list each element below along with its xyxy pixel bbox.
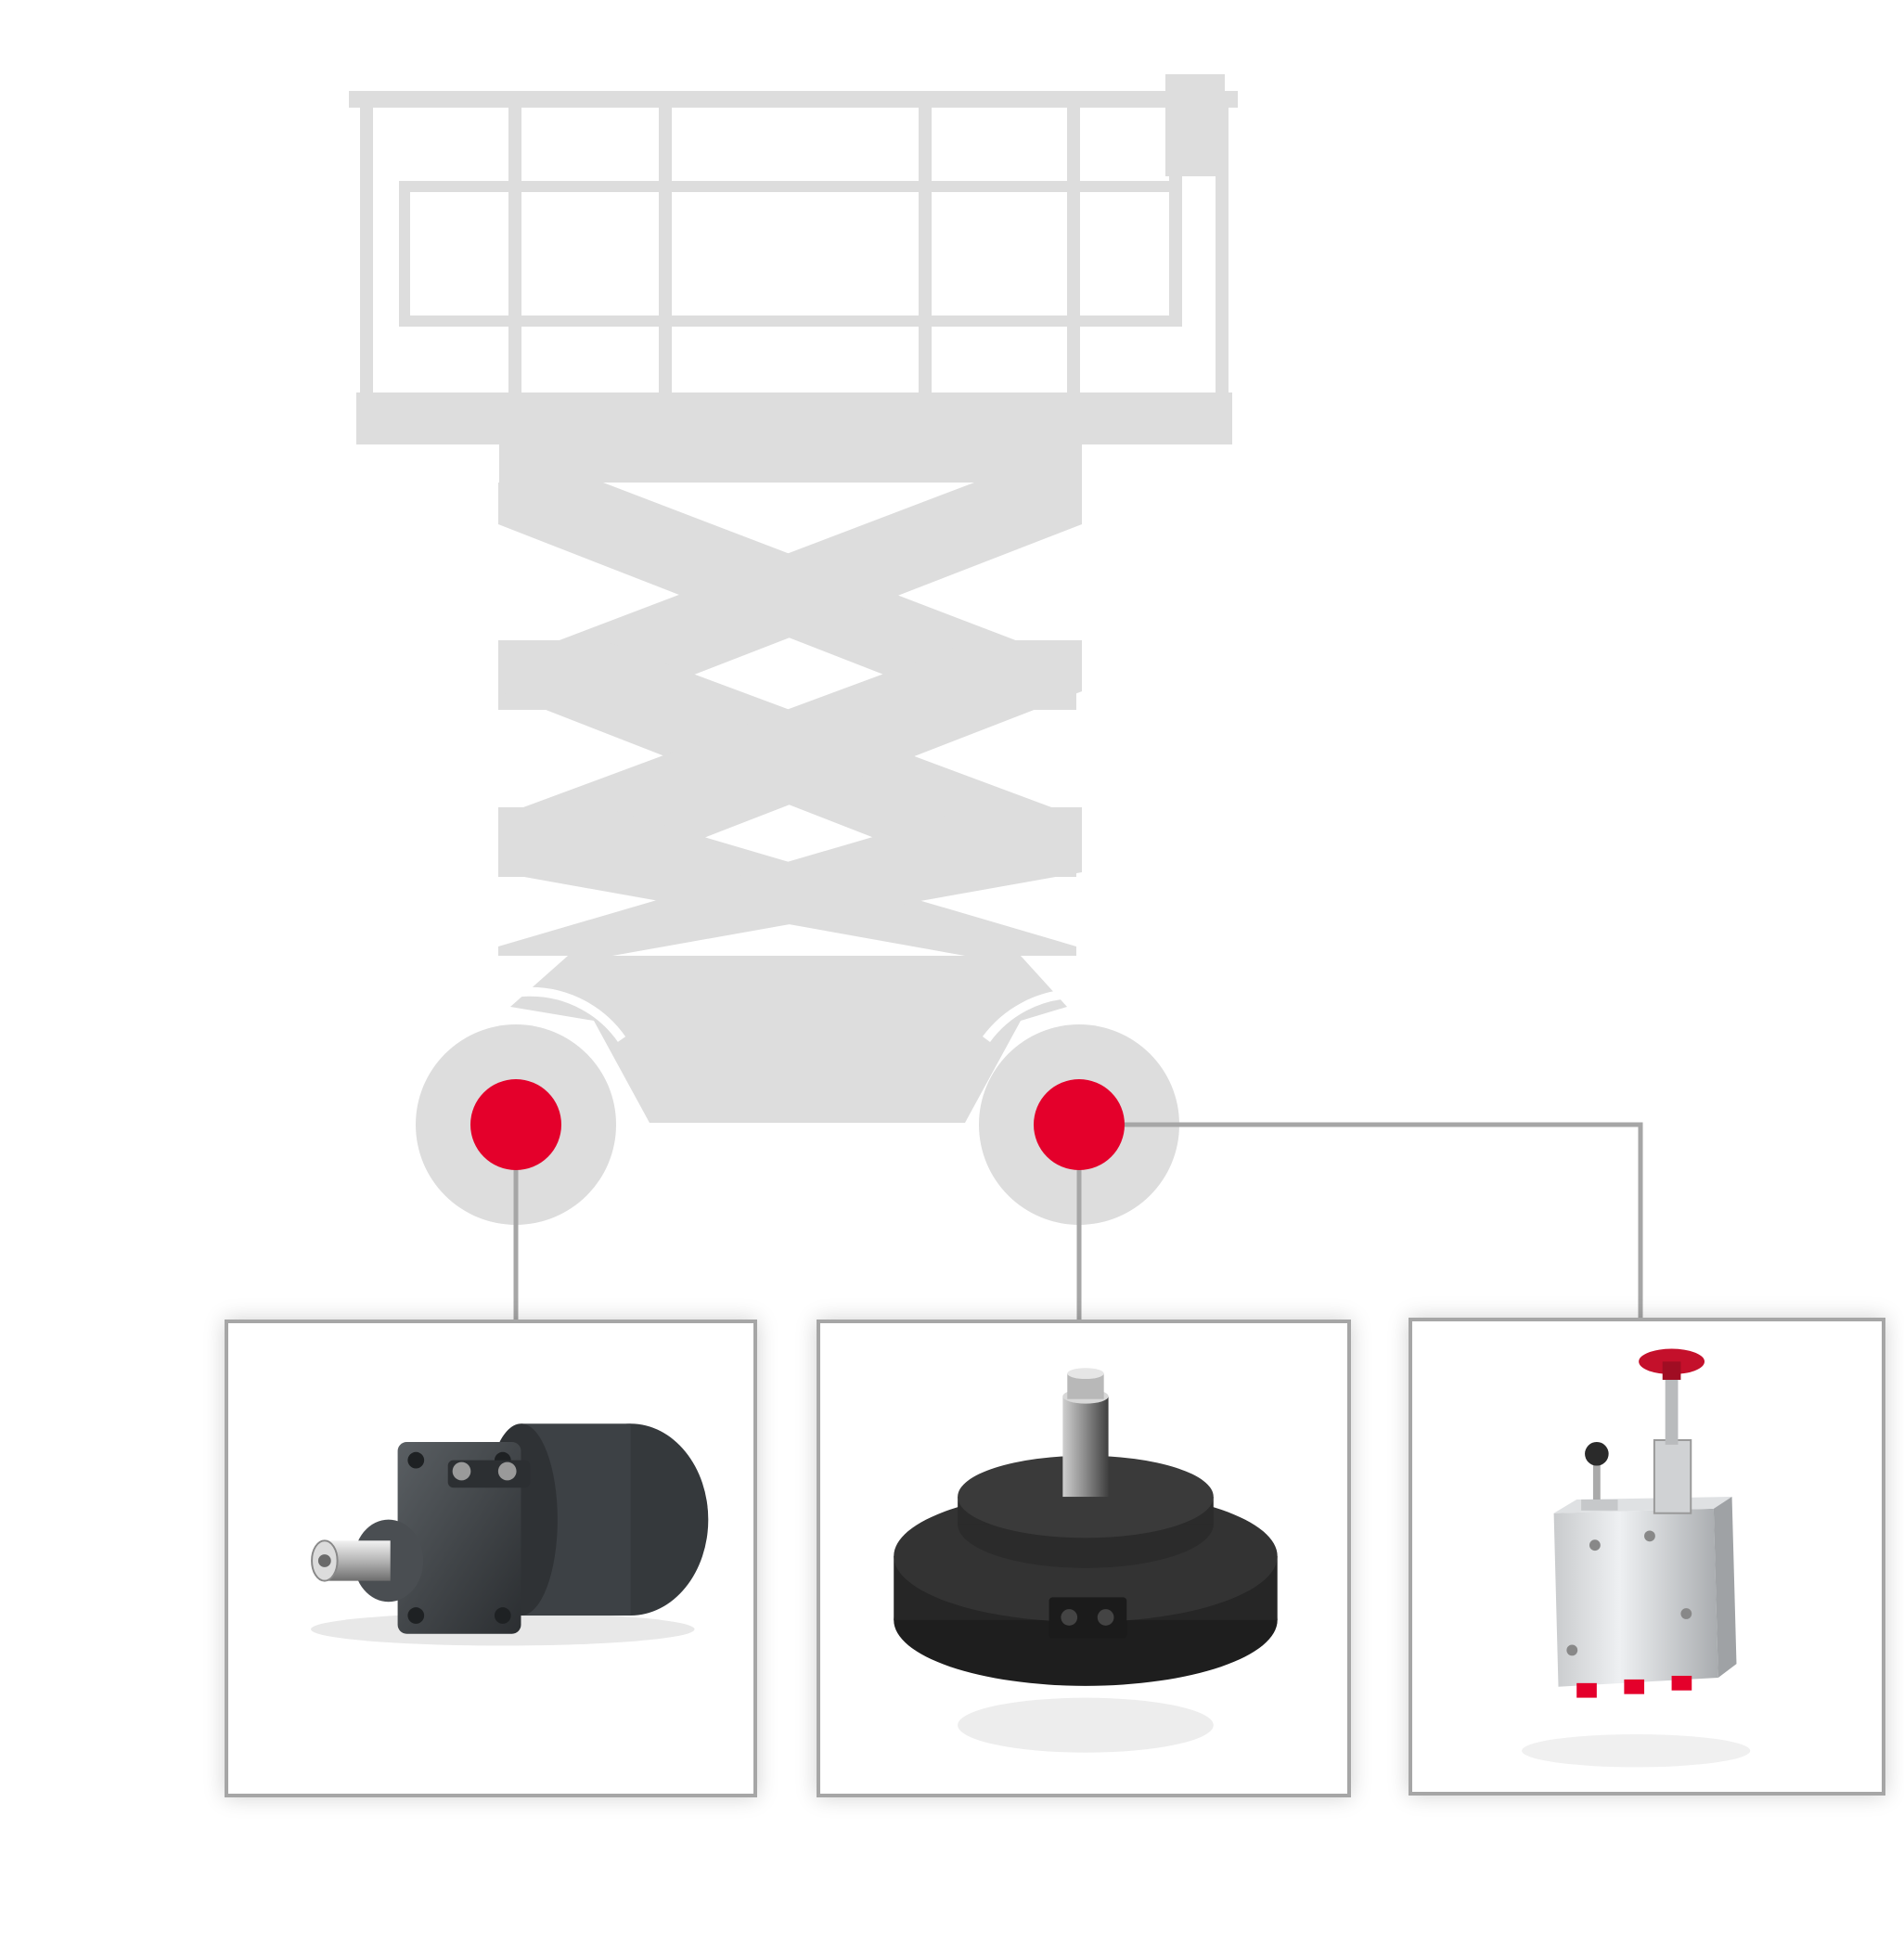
product-card-wheel-motor[interactable] xyxy=(817,1320,1351,1797)
scissor-arms xyxy=(498,483,1082,956)
rear-wheel-marker[interactable] xyxy=(470,1079,561,1170)
product-card-brake-valve[interactable] xyxy=(1409,1318,1885,1796)
scissor-lift-silhouette xyxy=(349,74,1238,1225)
connector-front-to-card3 xyxy=(1124,1122,1643,1318)
platform-deck xyxy=(356,393,1232,444)
front-wheel-gap xyxy=(982,989,1174,1047)
chassis xyxy=(510,956,1067,1123)
platform-support xyxy=(499,444,1082,483)
front-wheel-marker[interactable] xyxy=(1034,1079,1125,1170)
product-card-orbital-motor[interactable] xyxy=(225,1320,757,1797)
hand-pump-valve-block-icon xyxy=(1522,1348,1751,1768)
rear-wheel-gap xyxy=(431,986,626,1047)
connector-lines xyxy=(513,1122,1643,1320)
hydraulic-orbital-motor-icon xyxy=(311,1423,709,1646)
guard-rail xyxy=(349,74,1238,399)
hydraulic-wheel-motor-icon xyxy=(894,1368,1278,1753)
